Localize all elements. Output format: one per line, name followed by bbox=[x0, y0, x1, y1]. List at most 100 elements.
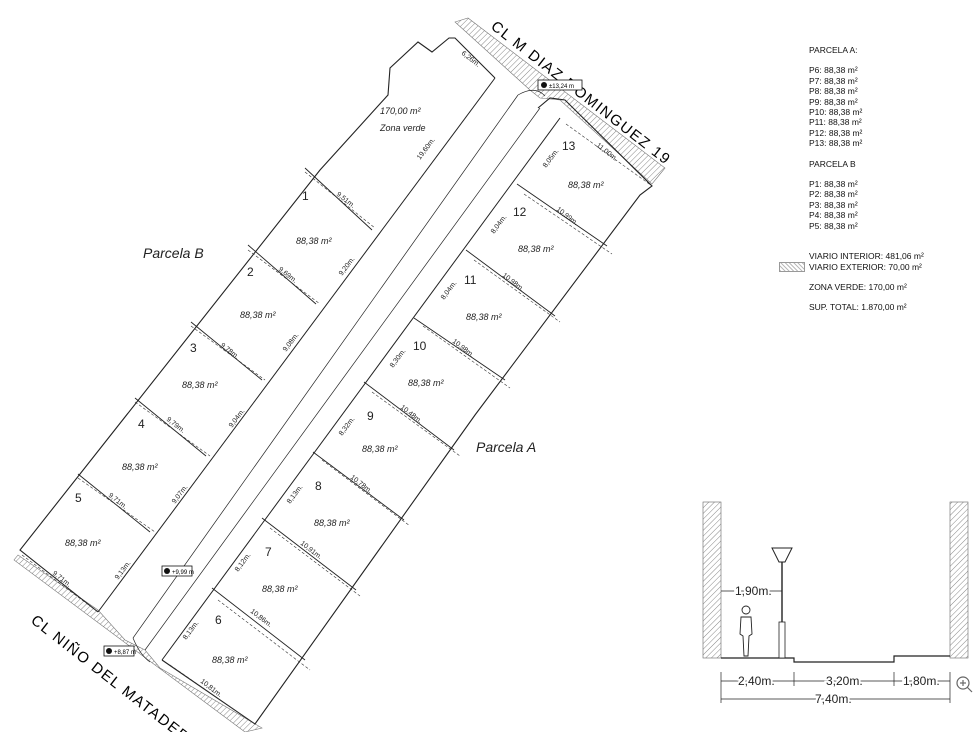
plot-area-3: 88,38 m² bbox=[182, 380, 219, 390]
plot-area-5: 88,38 m² bbox=[65, 538, 102, 548]
street-edge-3 bbox=[144, 107, 541, 651]
plot-area-12: 88,38 m² bbox=[518, 244, 555, 254]
plot-area-13: 88,38 m² bbox=[568, 180, 605, 190]
street-edge-2 bbox=[132, 94, 519, 639]
parcel-b-outline bbox=[19, 37, 496, 613]
dim-street-a-2: 8,12m. bbox=[234, 552, 253, 573]
section-wall-right bbox=[949, 501, 969, 659]
plot-number-13: 13 bbox=[562, 139, 576, 153]
dim-a-4: 10,78m. bbox=[349, 474, 373, 495]
level-marker-1: ±13,24 m bbox=[537, 79, 583, 91]
section-dim-right: 1,80m. bbox=[903, 674, 940, 688]
section-dim-top: 1,90m. bbox=[735, 584, 772, 598]
legend-parcela-b-title: PARCELA B bbox=[809, 158, 856, 169]
plot-number-7: 7 bbox=[265, 545, 272, 559]
legend-parcela-a-item: P7: 88,38 m² bbox=[809, 75, 858, 86]
street-section: 1,90m. 2,40m. 3,20m. 1,80m. 7,40m. bbox=[702, 501, 969, 708]
legend-parcela-a-item: P6: 88,38 m² bbox=[809, 65, 858, 76]
dim-street-a-5: 8,30m. bbox=[389, 348, 408, 369]
legend-parcela-b-item: P3: 88,38 m² bbox=[809, 199, 858, 210]
level-text-2: +9,99 m bbox=[172, 570, 194, 576]
level-text-1: ±13,24 m bbox=[549, 84, 574, 90]
zoom-in-icon[interactable] bbox=[956, 676, 973, 693]
legend-sup-total: SUP. TOTAL: 1.870,00 m² bbox=[809, 302, 907, 313]
plot-number-1: 1 bbox=[302, 189, 309, 203]
dim-street-b-1: 19,60m. bbox=[416, 137, 437, 161]
section-dim-mid: 3,20m. bbox=[826, 674, 863, 688]
plot-number-11: 11 bbox=[464, 273, 477, 287]
plot-area-4: 88,38 m² bbox=[122, 462, 159, 472]
parcel-a-dividers bbox=[211, 183, 608, 661]
plot-number-3: 3 bbox=[190, 341, 197, 355]
legend-parcela-a-title: PARCELA A: bbox=[809, 45, 858, 55]
dim-a-3: 10,91m. bbox=[299, 540, 323, 561]
plot-number-5: 5 bbox=[75, 491, 82, 505]
hatch-swatch bbox=[779, 261, 805, 272]
street-name-north: CL M DIAZ DOMINGUEZ 19 bbox=[488, 18, 674, 169]
plot-area-11: 88,38 m² bbox=[466, 312, 503, 322]
plot-area-2: 88,38 m² bbox=[240, 310, 277, 320]
legend-parcela-b-item: P1: 88,38 m² bbox=[809, 179, 858, 190]
legend-parcela-b-item: P2: 88,38 m² bbox=[809, 189, 858, 200]
dim-street-a-7: 8,04m. bbox=[490, 214, 509, 235]
section-dimensions bbox=[720, 590, 951, 703]
plot-area-8: 88,38 m² bbox=[314, 518, 351, 528]
section-dim-total: 7,40m. bbox=[815, 692, 852, 706]
dim-a-6: 10,98m. bbox=[451, 338, 475, 359]
dim-a-7: 10,98m. bbox=[501, 272, 525, 293]
person-figure bbox=[739, 605, 753, 657]
legend-viario-interior: VIARIO INTERIOR: 481,06 m² bbox=[809, 251, 924, 262]
legend-parcela-a-item: P10: 88,38 m² bbox=[809, 107, 863, 118]
section-wall-left bbox=[702, 501, 722, 659]
level-text-3: +8,87 m bbox=[114, 650, 136, 656]
plot-number-2: 2 bbox=[247, 265, 254, 279]
dim-street-a-1: 8,13m. bbox=[182, 620, 201, 641]
dim-b-5: 9,71m. bbox=[107, 492, 128, 511]
dim-street-b-4: 9,04m. bbox=[228, 408, 247, 429]
dim-a-8: 10,99m. bbox=[555, 206, 579, 227]
dim-street-a-8: 8,05m. bbox=[542, 148, 561, 169]
lamp-base bbox=[778, 621, 786, 659]
plot-area-6: 88,38 m² bbox=[212, 655, 249, 665]
dimension-lines bbox=[21, 123, 653, 725]
legend: PARCELA A: P6: 88,38 m² P7: 88,38 m² P8:… bbox=[779, 45, 924, 313]
parcel-a-outline bbox=[161, 97, 653, 725]
legend-viario-exterior: VIARIO EXTERIOR: 70,00 m² bbox=[809, 261, 922, 272]
plot-area-7: 88,38 m² bbox=[262, 584, 299, 594]
green-zone-label: Zona verde bbox=[379, 123, 426, 133]
parcel-b-dividers bbox=[77, 167, 373, 533]
legend-parcela-a-item: P12: 88,38 m² bbox=[809, 127, 863, 138]
parcel-b-label: Parcela B bbox=[143, 245, 204, 261]
plot-number-4: 4 bbox=[138, 417, 145, 431]
street-corner-north bbox=[517, 89, 546, 97]
dim-street-b-2: 9,20m. bbox=[338, 256, 357, 277]
plot-area-9: 88,38 m² bbox=[362, 444, 399, 454]
street-edge-1 bbox=[97, 77, 496, 613]
plot-number-12: 12 bbox=[513, 205, 527, 219]
exterior-hatch-south bbox=[13, 554, 263, 732]
dim-b-2: 9,69m. bbox=[277, 266, 298, 285]
dim-street-a-4: 8,32m. bbox=[338, 416, 357, 437]
legend-parcela-a-item: P9: 88,38 m² bbox=[809, 96, 858, 107]
dim-b-1: 9,51m. bbox=[335, 191, 356, 210]
dim-b-3: 9,78m. bbox=[219, 342, 240, 361]
plot-number-9: 9 bbox=[367, 409, 374, 423]
dim-a-5: 10,48m. bbox=[399, 404, 423, 425]
parcel-a-label: Parcela A bbox=[476, 439, 536, 455]
plot-area-10: 88,38 m² bbox=[408, 378, 445, 388]
exterior-hatch-north bbox=[454, 17, 666, 185]
street-corner-south bbox=[132, 637, 151, 663]
level-marker-3: +8,87 m bbox=[103, 645, 136, 657]
street-edge-4 bbox=[161, 117, 561, 661]
section-dim-left: 2,40m. bbox=[738, 674, 775, 688]
legend-parcela-a-item: P8: 88,38 m² bbox=[809, 86, 858, 97]
level-marker-2: +9,99 m bbox=[161, 565, 194, 577]
lamp-head bbox=[771, 547, 793, 563]
legend-parcela-a-item: P11: 88,38 m² bbox=[809, 117, 862, 128]
legend-parcela-b-item: P5: 88,38 m² bbox=[809, 220, 858, 231]
green-zone-area: 170,00 m² bbox=[380, 106, 422, 116]
plot-number-8: 8 bbox=[315, 479, 322, 493]
legend-parcela-a-item: P13: 88,38 m² bbox=[809, 138, 863, 149]
plot-number-6: 6 bbox=[215, 613, 222, 627]
